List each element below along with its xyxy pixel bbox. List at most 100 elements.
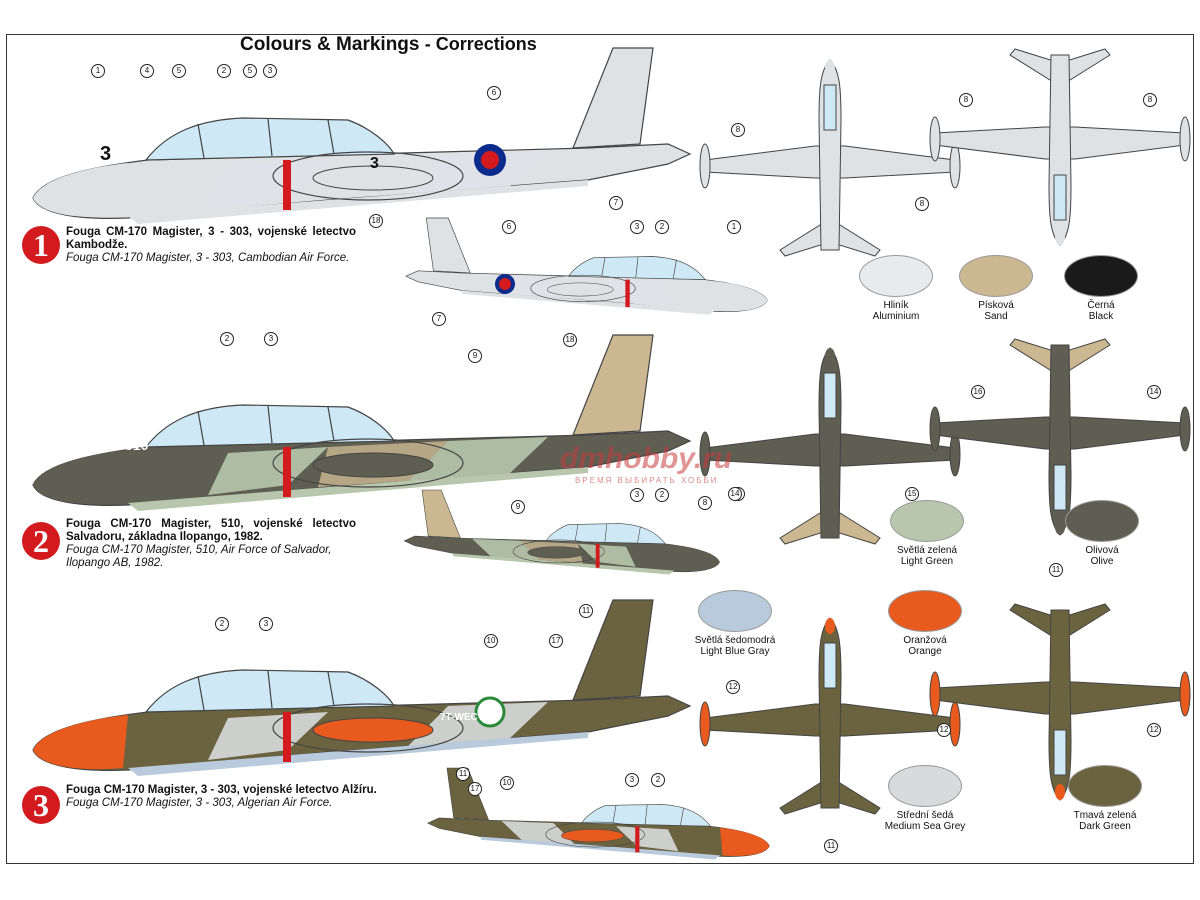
callout-number: 7 — [609, 196, 623, 210]
callout-number: 11 — [824, 839, 838, 853]
scheme-1-top-view — [699, 59, 961, 257]
page-title: Colours & Markings - Corrections — [240, 34, 537, 56]
swatch-en: Light Green — [900, 556, 954, 567]
callout-number: 3 — [630, 220, 644, 234]
scheme-1-description: Fouga CM-170 Magister, 3 - 303, vojenské… — [66, 226, 356, 265]
scheme-3-cz: Fouga CM-170 Magister, 3 - 303, vojenské… — [66, 784, 377, 796]
title-sub: - Corrections — [424, 34, 537, 54]
swatch-chip — [698, 590, 772, 632]
scheme-1-side-view-right — [405, 217, 768, 315]
callout-number: 3 — [625, 773, 639, 787]
callout-number: 14 — [1147, 385, 1161, 399]
callout-number: 18 — [563, 333, 577, 347]
callout-number: 3 — [264, 332, 278, 346]
callout-number: 8 — [731, 123, 745, 137]
callout-number: 9 — [468, 349, 482, 363]
watermark-tagline: ВРЕМЯ ВЫБИРАТЬ ХОББИ — [575, 476, 719, 485]
swatch-chip — [959, 255, 1033, 297]
callout-number: 2 — [215, 617, 229, 631]
callout-number: 3 — [263, 64, 277, 78]
scheme-3-bottom-view — [929, 603, 1191, 801]
callout-number: 8 — [915, 197, 929, 211]
scheme-3-description: Fouga CM-170 Magister, 3 - 303, vojenské… — [66, 784, 386, 810]
swatch-chip — [1065, 500, 1139, 542]
callout-number: 12 — [1147, 723, 1161, 737]
roundel-icon — [495, 274, 515, 294]
callout-number: 5 — [243, 64, 257, 78]
swatch-cz: Olivová — [1085, 545, 1119, 556]
callout-number: 1 — [91, 64, 105, 78]
scheme-2-top-view — [699, 347, 961, 545]
callout-number: 10 — [500, 776, 514, 790]
swatch-en: Sand — [984, 311, 1008, 322]
swatch-en: Aluminium — [872, 311, 920, 322]
scheme-1-bottom-view — [929, 48, 1191, 246]
callout-number: 18 — [369, 214, 383, 228]
callout-number: 8 — [1143, 93, 1157, 107]
swatch-chip — [859, 255, 933, 297]
callout-number: 3 — [259, 617, 273, 631]
swatch-cz: Tmavá zelená — [1073, 810, 1137, 821]
swatch-chip — [1064, 255, 1138, 297]
swatch-en: Black — [1088, 311, 1114, 322]
swatch-en: Olive — [1090, 556, 1114, 567]
scheme-2-description: Fouga CM-170 Magister, 510, vojenské let… — [66, 518, 356, 570]
callout-number: 17 — [468, 782, 482, 796]
swatch-en: Dark Green — [1079, 821, 1131, 832]
callout-number: 5 — [172, 64, 186, 78]
swatch-cz: Hliník — [883, 300, 909, 311]
scheme-3-side-view-right — [427, 767, 770, 860]
aircraft-code: 3 — [370, 155, 379, 172]
scheme-3-side-view — [32, 599, 692, 776]
callout-number: 9 — [511, 500, 525, 514]
callout-number: 8 — [698, 496, 712, 510]
callout-number: 11 — [456, 767, 470, 781]
scheme-2-side-view — [32, 334, 692, 511]
swatch-en: Orange — [908, 646, 942, 657]
callout-number: 14 — [728, 487, 742, 501]
swatch-chip — [1068, 765, 1142, 807]
callout-number: 1 — [727, 220, 741, 234]
callout-number: 11 — [1049, 563, 1063, 577]
title-main: Colours & Markings — [240, 34, 420, 55]
callout-number: 2 — [655, 488, 669, 502]
aircraft-code: 510 — [125, 437, 149, 453]
swatch-cz: Střední šedá — [896, 810, 954, 821]
callout-number: 12 — [726, 680, 740, 694]
callout-number: 15 — [905, 487, 919, 501]
scheme-1-side-view — [32, 47, 692, 224]
callout-number: 2 — [220, 332, 234, 346]
callout-number: 17 — [549, 634, 563, 648]
callout-number: 3 — [630, 488, 644, 502]
callout-number: 2 — [651, 773, 665, 787]
scheme-1-en: Fouga CM-170 Magister, 3 - 303, Cambodia… — [66, 252, 350, 264]
callout-number: 16 — [971, 385, 985, 399]
callout-number: 2 — [217, 64, 231, 78]
scheme-1-badge: 1 — [22, 226, 60, 264]
watermark: dmhobby.ru — [560, 442, 733, 475]
scheme-1-cz: Fouga CM-170 Magister, 3 - 303, vojenské… — [66, 226, 356, 251]
scheme-3-en: Fouga CM-170 Magister, 3 - 303, Algerian… — [66, 797, 333, 809]
scheme-2-side-view-right — [403, 489, 720, 575]
swatch-chip — [888, 590, 962, 632]
swatch-chip — [890, 500, 964, 542]
callout-number: 4 — [140, 64, 154, 78]
callout-number: 6 — [502, 220, 516, 234]
swatch-cz: Oranžová — [903, 635, 947, 646]
swatch-cz: Světlá zelená — [896, 545, 958, 556]
scheme-3-badge: 3 — [22, 786, 60, 824]
sheet-frame — [6, 34, 1194, 864]
callout-number: 7 — [432, 312, 446, 326]
roundel-icon — [474, 144, 506, 176]
aircraft-code: 7T-WEC — [440, 712, 478, 723]
algerian-roundel-icon — [474, 696, 506, 728]
